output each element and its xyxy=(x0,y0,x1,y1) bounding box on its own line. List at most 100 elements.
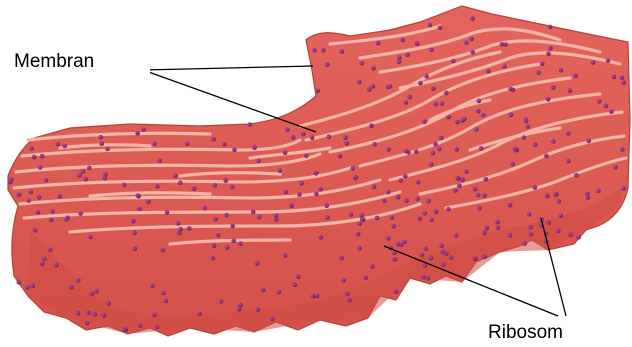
ribosome-dot xyxy=(252,145,257,150)
ribosome-dot xyxy=(621,80,626,85)
ribosome-dot xyxy=(485,226,490,231)
ribosome-dot xyxy=(609,109,614,114)
ribosome-dot xyxy=(606,58,611,63)
ribosome-dot xyxy=(255,307,260,312)
ribosome-dot xyxy=(392,257,397,262)
ribosome-dot xyxy=(568,232,573,237)
ribosome-dot xyxy=(390,215,395,220)
ribosome-dot xyxy=(161,248,166,253)
ribosome-dot xyxy=(587,139,592,144)
ribosome-dot xyxy=(274,213,279,218)
ribosome-dot xyxy=(386,236,391,241)
ribosome-dot xyxy=(132,230,137,235)
ribosome-dot xyxy=(42,257,47,262)
ribosome-dot xyxy=(78,211,83,216)
ribosome-dot xyxy=(620,76,625,81)
ribosome-dot xyxy=(548,46,553,51)
ribosome-dot xyxy=(528,225,533,230)
ribosome-dot xyxy=(350,166,355,171)
ribosome-dot xyxy=(158,158,163,163)
ribosome-dot xyxy=(90,291,95,296)
ribosome-dot xyxy=(469,37,474,42)
ribosome-dot xyxy=(454,233,459,238)
ribosome-dot xyxy=(612,75,617,80)
ribosome-dot xyxy=(274,217,279,222)
ribosome-dot xyxy=(155,184,160,189)
ribosome-dot xyxy=(482,231,487,236)
ribosome-dot xyxy=(426,276,431,281)
ribosome-dot xyxy=(551,85,556,90)
ribosome-dot xyxy=(364,276,369,281)
ribosome-dot xyxy=(473,257,478,262)
ribosome-dot xyxy=(36,210,41,215)
membrane-leader-lower xyxy=(143,70,316,132)
ribosome-dot xyxy=(495,220,500,225)
ribosome-dot xyxy=(597,99,602,104)
ribosome-dot xyxy=(131,219,136,224)
ribosome-dot xyxy=(141,127,146,132)
ribosome-dot xyxy=(405,52,410,57)
ribosome-dot xyxy=(178,227,183,232)
ribosome-dot xyxy=(310,135,315,140)
ribosome-dot xyxy=(357,246,362,251)
ribosome-dot xyxy=(429,162,434,167)
ribosome-dot xyxy=(88,235,93,240)
ribosome-dot xyxy=(176,221,181,226)
ribosome-dot xyxy=(566,131,571,136)
ribosome-dot xyxy=(431,151,436,156)
ribosome-dot xyxy=(439,243,444,248)
ribosome-dot xyxy=(424,246,429,251)
ribosome-dot xyxy=(237,307,242,312)
ribosome-dot xyxy=(33,228,38,233)
ribosome-dot xyxy=(473,187,478,192)
ribosome-dot xyxy=(87,166,92,171)
ribosome-dot xyxy=(257,215,262,220)
ribosome-dot xyxy=(219,299,224,304)
ribosome-dot xyxy=(251,209,256,214)
ribosome-dot xyxy=(231,238,236,243)
ribosome-dot xyxy=(440,101,445,106)
ribosome-dot xyxy=(372,142,377,147)
ribosome-dot xyxy=(388,84,393,89)
ribosome-dot xyxy=(187,226,192,231)
ribosome-dot xyxy=(345,141,350,146)
ribosome-dot xyxy=(434,102,439,107)
ribosome-dot xyxy=(545,194,550,199)
ribosome-dot xyxy=(150,284,155,289)
ribosome-dot xyxy=(596,189,601,194)
ribosome-dot xyxy=(620,147,625,152)
ribosome-dot xyxy=(433,142,438,147)
ribosome-dot xyxy=(546,97,551,102)
ribosome-dot xyxy=(420,253,425,258)
ribosome-dot xyxy=(396,242,401,247)
ribosome-dot xyxy=(440,250,445,255)
ribosome-dot xyxy=(69,285,74,290)
ribosome-dot xyxy=(161,291,166,296)
ribosome-dot xyxy=(222,142,227,147)
ribosome-dot xyxy=(397,55,402,60)
ribosome-dot xyxy=(339,256,344,261)
ribosome-dot xyxy=(415,41,420,46)
ribosome-dot xyxy=(213,217,218,222)
ribosome-dot xyxy=(394,289,399,294)
ribosome-dot xyxy=(316,89,321,94)
ribosome-dot xyxy=(460,178,465,183)
ribosome-dot xyxy=(25,285,30,290)
ribosome-dot xyxy=(474,127,479,132)
ribosome-dot xyxy=(526,124,531,129)
ribosome-dot xyxy=(547,220,552,225)
ribosome-dot xyxy=(164,299,169,304)
ribosome-dot xyxy=(573,74,578,79)
ribosome-dot xyxy=(137,207,142,212)
ribosome-dot xyxy=(453,188,458,193)
ribosome-dot xyxy=(358,222,363,227)
ribosome-dot xyxy=(484,177,489,182)
ribosome-dot xyxy=(347,298,352,303)
ribosome-dot xyxy=(551,139,556,144)
ribosome-dot xyxy=(343,135,348,140)
ribosome-dot xyxy=(386,147,391,152)
ribosome-dot xyxy=(152,313,157,318)
ribosome-dot xyxy=(423,263,428,268)
ribosome-dot xyxy=(404,198,409,203)
ribosome-dot xyxy=(256,159,261,164)
